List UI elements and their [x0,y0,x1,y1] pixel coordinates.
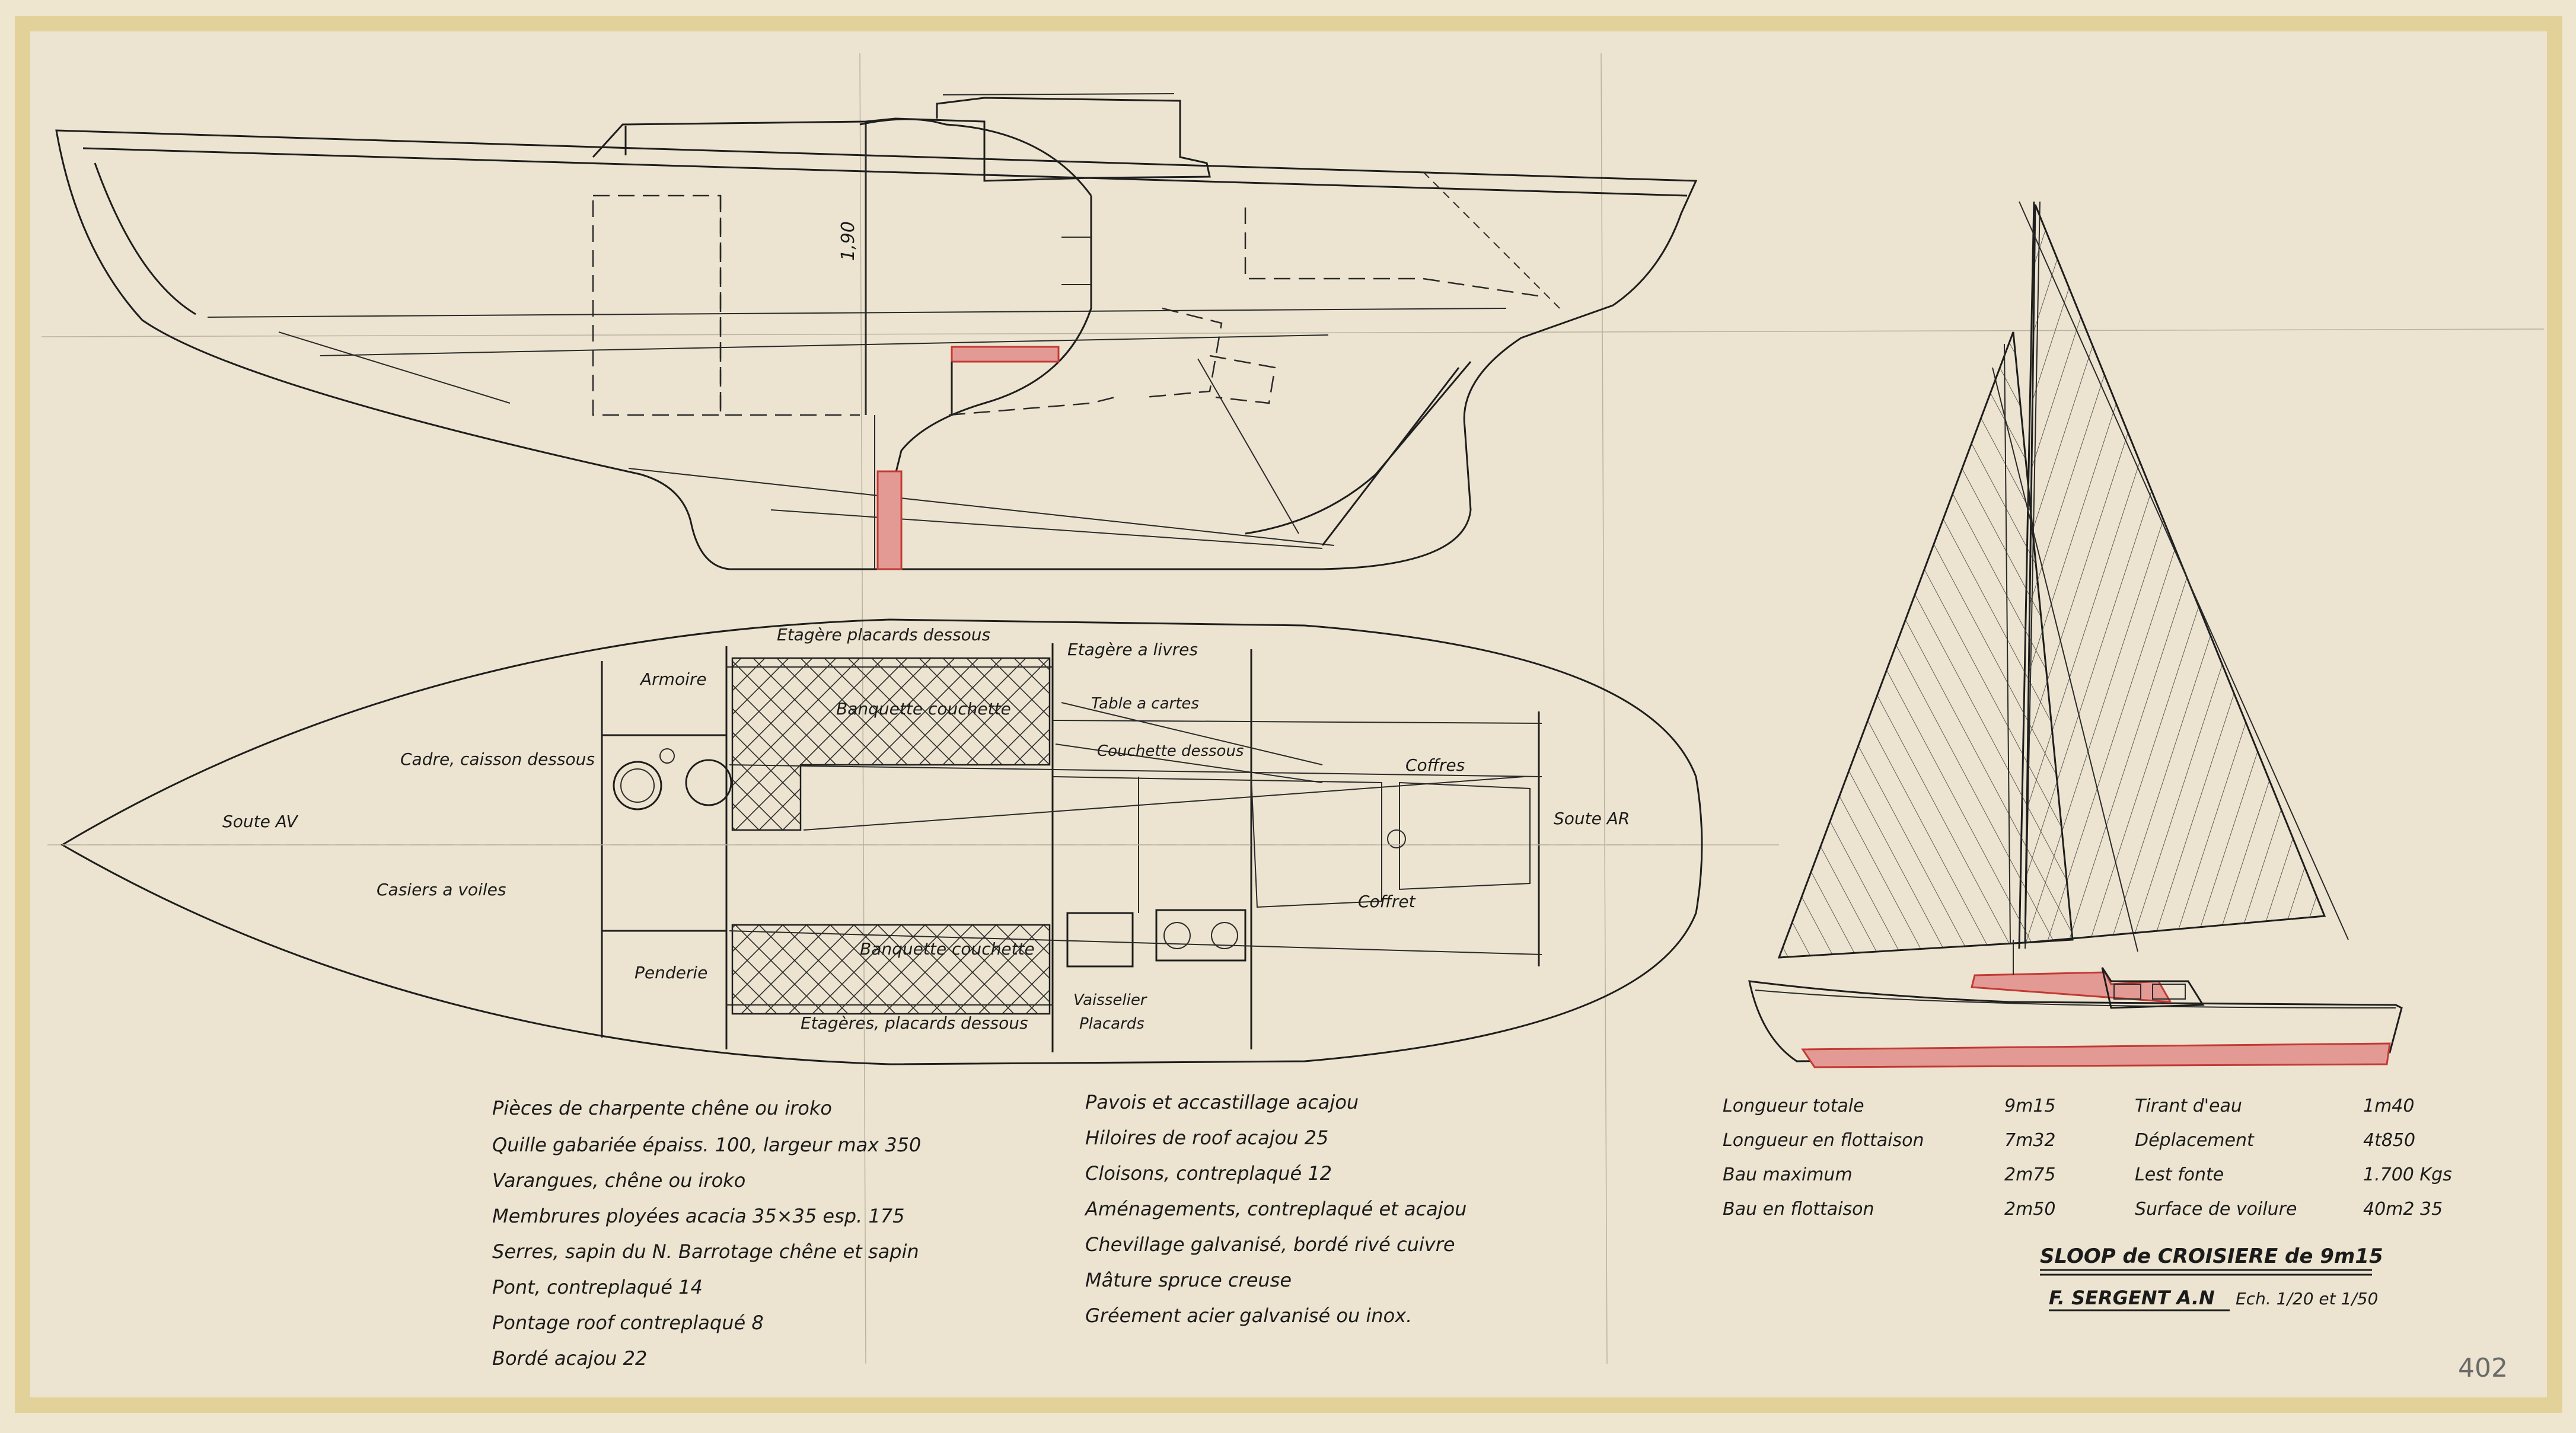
height-mark-label: 1,90 [838,221,859,261]
settee-port [731,924,1051,1015]
coachroof-profile [592,97,1211,182]
dim-label2-2: Lest fonte [2135,1164,2224,1185]
spec-middle-6: Gréement acier galvanisé ou inox. [1085,1304,1412,1327]
dim-label2-0: Tirant d'eau [2135,1096,2242,1116]
spec-middle-1: Hiloires de roof acajou 25 [1085,1126,1328,1149]
label-etagere-placards: Etagère placards dessous [777,625,990,644]
label-soute-ar: Soute AR [1554,809,1630,828]
spec-middle-0: Pavois et accastillage acajou [1085,1091,1359,1113]
label-coffres: Coffres [1405,755,1465,775]
label-etagere-livres: Etagère a livres [1067,640,1198,659]
dim-value-2: 2m75 [2004,1164,2055,1185]
spec-left-1: Quille gabariée épaiss. 100, largeur max… [492,1134,921,1156]
spec-left-4: Serres, sapin du N. Barrotage chêne et s… [492,1240,919,1263]
dim-value2-2: 1.700 Kgs [2363,1164,2452,1185]
dim-label-2: Bau maximum [1723,1164,1853,1185]
dimensions-table: Longueur totale 9m15 Tirant d'eau 1m40 L… [1723,1096,2452,1220]
ballast-keel [876,470,903,570]
spec-left-3: Membrures ployées acacia 35×35 esp. 175 [492,1205,904,1227]
label-couchette-dessous: Couchette dessous [1097,742,1244,760]
head-bowl-2 [685,759,732,806]
label-cadre-caisson: Cadre, caisson dessous [400,749,595,769]
antifouling-stripe [1801,1042,2391,1068]
sheet-number: 402 [2458,1353,2508,1383]
head-bowl-1 [613,761,662,810]
deck-plan-outline [60,618,1703,1065]
plan-view: Etagère placards dessous Etagère a livre… [60,618,1703,1065]
coachroof-sail-plan [1971,971,2172,1003]
spec-middle-2: Cloisons, contreplaqué 12 [1085,1162,1332,1185]
sail-plan [1748,201,2403,1068]
spec-middle-4: Chevillage galvanisé, bordé rivé cuivre [1085,1233,1455,1256]
label-armoire: Armoire [639,669,707,689]
designer-name: F. SERGENT A.N [2049,1287,2215,1309]
dim-label-3: Bau en flottaison [1723,1199,1874,1220]
dim-value-1: 7m32 [2004,1130,2055,1151]
galley-stove [1155,909,1246,962]
dim-label-1: Longueur en flottaison [1723,1130,1924,1151]
profile-bench [951,346,1060,363]
dim-label-0: Longueur totale [1723,1096,1864,1116]
spec-middle-5: Mâture spruce creuse [1085,1269,1292,1291]
dim-value2-3: 40m2 35 [2363,1199,2443,1220]
label-penderie: Penderie [635,963,707,982]
spec-left-5: Pont, contreplaqué 14 [492,1276,703,1298]
profile-view: 1,90 [55,93,1698,570]
label-placards: Placards [1079,1015,1144,1033]
title-block: SLOOP de CROISIERE de 9m15 F. SERGENT A.… [2040,1244,2383,1311]
sail-plan-hull [1748,980,2403,1062]
settee-starboard [731,657,1051,831]
spec-left-0: Pièces de charpente chêne ou iroko [492,1097,832,1119]
dim-value2-0: 1m40 [2363,1096,2414,1116]
dim-label2-3: Surface de voilure [2135,1199,2297,1220]
cockpit-drain [1387,829,1406,848]
dim-value-0: 9m15 [2004,1096,2055,1116]
spec-left-6: Pontage roof contreplaqué 8 [492,1311,764,1334]
label-banquette-top: Banquette couchette [836,699,1011,719]
label-vaisselier: Vaisselier [1073,991,1148,1009]
spec-middle-3: Aménagements, contreplaqué et acajou [1084,1198,1466,1220]
label-table-cartes: Table a cartes [1091,695,1199,713]
label-etageres-placards: Etagères, placards dessous [801,1013,1028,1033]
label-banquette-bottom: Banquette couchette [860,939,1035,959]
dim-value-3: 2m50 [2004,1199,2055,1220]
label-casiers-voiles: Casiers a voiles [377,880,506,899]
spec-left-7: Bordé acajou 22 [492,1347,647,1370]
drawing-title: SLOOP de CROISIERE de 9m15 [2040,1244,2383,1268]
scale-note: Ech. 1/20 et 1/50 [2236,1289,2378,1308]
specs-left-block: Pièces de charpente chêne ou iroko Quill… [492,1097,921,1370]
galley-sink [1066,912,1134,968]
mainsail [2024,204,2326,944]
dim-label2-1: Déplacement [2135,1130,2255,1151]
spec-left-2: Varangues, chêne ou iroko [492,1169,745,1192]
label-soute-av: Soute AV [222,812,299,831]
hull-profile-outline [55,129,1698,570]
label-coffret: Coffret [1358,892,1416,911]
specs-middle-block: Pavois et accastillage acajou Hiloires d… [1084,1091,1466,1327]
dim-value2-1: 4t850 [2363,1130,2415,1151]
